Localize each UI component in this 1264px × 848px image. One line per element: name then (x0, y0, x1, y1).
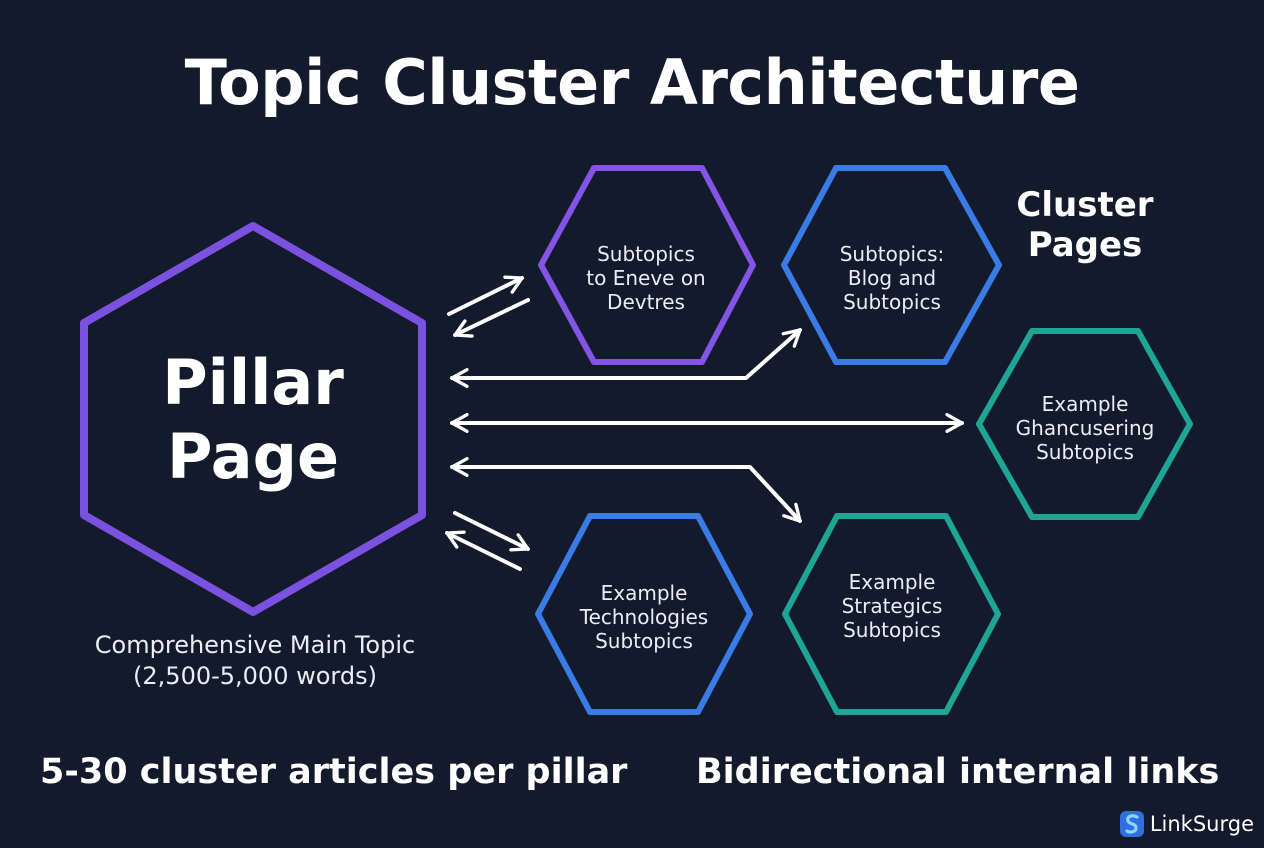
arrow-to-cluster-4 (453, 511, 530, 552)
footer-bidirectional-links: Bidirectional internal links (696, 752, 1220, 792)
cluster-3-line3: Subtopics (1036, 440, 1134, 464)
cluster-4-line2: Technologies (579, 605, 708, 629)
pillar-description: Comprehensive Main Topic (2,500-5,000 wo… (40, 630, 470, 692)
arrow-to-cluster-1 (447, 275, 524, 316)
page-title: Topic Cluster Architecture (184, 46, 1080, 119)
cluster-2-line2: Blog and (848, 266, 936, 290)
arrow-from-cluster-4 (445, 530, 522, 571)
cluster-3-line2: Ghancusering (1016, 416, 1155, 440)
pillar-description-line1: Comprehensive Main Topic (94, 631, 416, 659)
arrow-pillar-cluster-2 (450, 328, 802, 388)
cluster-4-line1: Example (601, 581, 688, 605)
cluster-2-line1: Subtopics: (840, 242, 945, 266)
cluster-4-line3: Subtopics (595, 629, 693, 653)
cluster-3-line1: Example (1042, 392, 1129, 416)
cluster-5-line1: Example (849, 570, 936, 594)
cluster-5-line2: Strategics (842, 594, 943, 618)
footer-cluster-count: 5-30 cluster articles per pillar (40, 752, 628, 792)
linksurge-logo-icon (1119, 811, 1144, 837)
cluster-5-line3: Subtopics (843, 618, 941, 642)
cluster-1-line1: Subtopics (597, 242, 695, 266)
cluster-hexagon-3 (976, 328, 1193, 520)
pillar-label-line2: Page (167, 420, 339, 493)
brand-name: LinkSurge (1149, 812, 1254, 836)
pillar-description-line2: (2,500-5,000 words) (133, 662, 377, 690)
cluster-1-line3: Devtres (607, 290, 685, 314)
pillar-hexagon (80, 222, 426, 616)
arrow-pillar-cluster-5 (450, 457, 802, 523)
cluster-1-line2: to Eneve on (586, 266, 705, 290)
cluster-hexagon-5 (782, 513, 1001, 715)
cluster-pages-label-line1: Cluster (1016, 185, 1153, 225)
arrows-group (445, 275, 964, 571)
pillar-label-line1: Pillar (162, 346, 344, 419)
cluster-2-line3: Subtopics (843, 290, 941, 314)
brand-logo-group: LinkSurge (1119, 810, 1254, 838)
cluster-hexagon-2 (781, 165, 1002, 365)
cluster-pages-label-line2: Pages (1028, 225, 1143, 265)
